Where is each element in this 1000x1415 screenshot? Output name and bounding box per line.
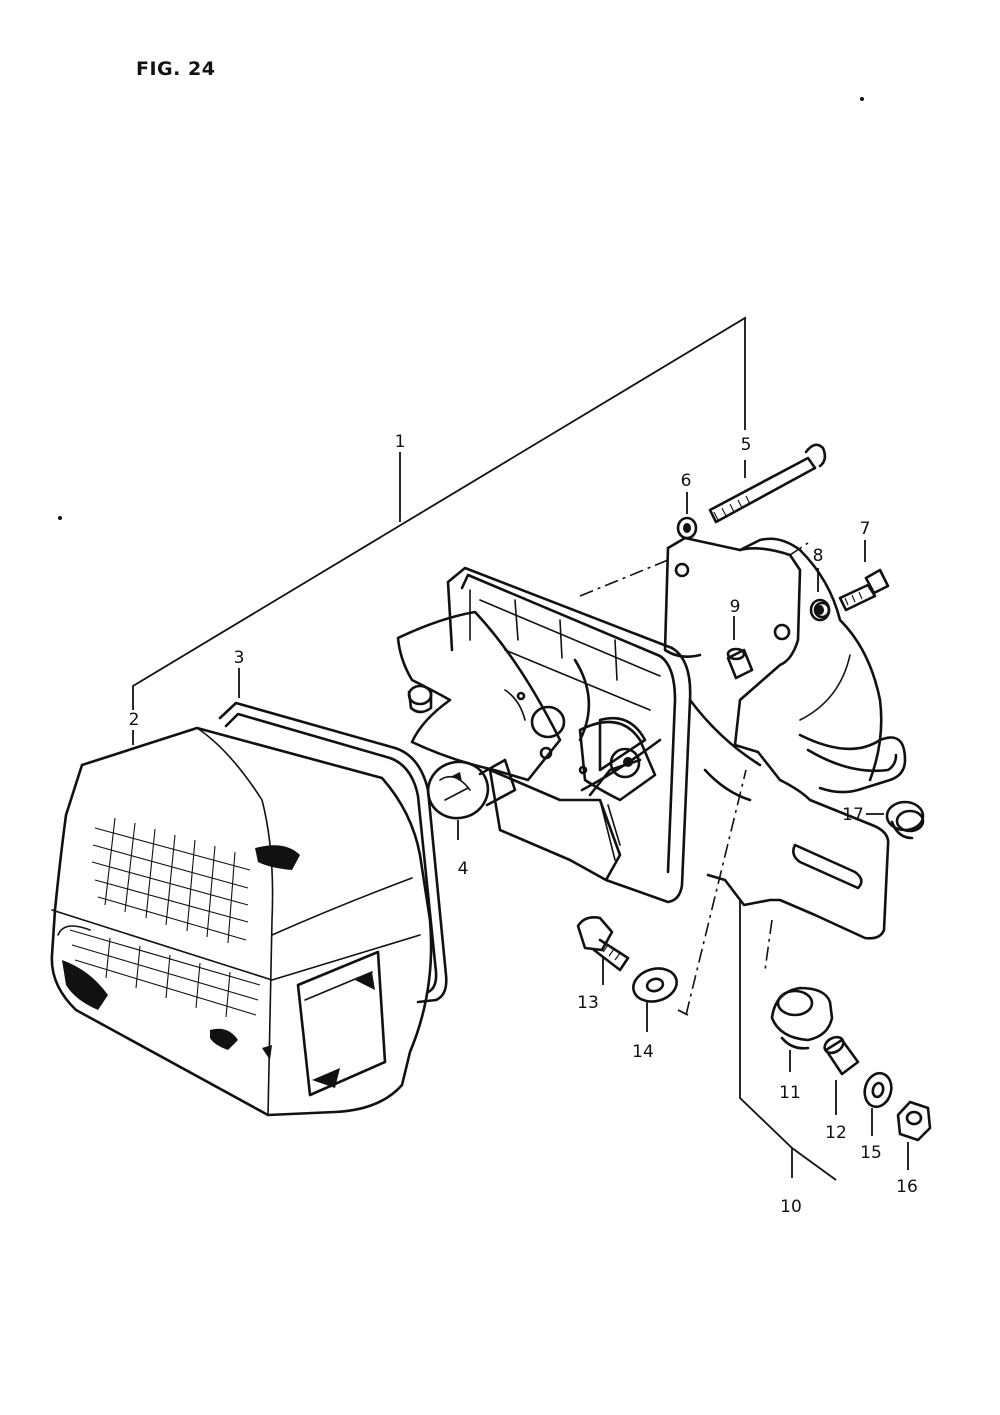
- grommet-17: [866, 800, 925, 840]
- spacer-9: [726, 616, 754, 680]
- callout-17: 17: [842, 805, 864, 825]
- bolt-13: [576, 916, 630, 985]
- callout-1: 1: [395, 432, 406, 452]
- callout-10: 10: [780, 1197, 802, 1217]
- nut-16: [896, 1100, 932, 1170]
- alignment-lines: [579, 542, 809, 1016]
- figure-title: FIG. 24: [136, 58, 216, 80]
- collar-12: [823, 1035, 860, 1115]
- lens-gasket: [218, 701, 448, 1004]
- callout-14: 14: [632, 1042, 654, 1062]
- bulb: [426, 758, 517, 840]
- cushion-11: [770, 986, 834, 1072]
- mounting-bracket: [663, 536, 907, 940]
- callout-16: 16: [896, 1177, 918, 1197]
- washer-8: [809, 568, 831, 622]
- short-bolt: [838, 540, 890, 612]
- callout-9: 9: [730, 597, 741, 617]
- callout-numbers: 1 2 3 4 5 6 7 8 9 10 11 12 13 14 15 16 1…: [129, 432, 918, 1217]
- callout-15: 15: [860, 1143, 882, 1163]
- speck-mark: [860, 97, 864, 101]
- callout-4: 4: [458, 859, 469, 879]
- long-bolt: [708, 443, 827, 524]
- callout-7: 7: [860, 519, 871, 539]
- lamp-housing-base: [446, 566, 692, 904]
- callout-8: 8: [813, 546, 824, 566]
- bulb-socket-plate: [396, 610, 588, 782]
- washer-14: [632, 967, 678, 1032]
- callout-5: 5: [741, 435, 752, 455]
- callout-3: 3: [234, 648, 245, 668]
- callout-6: 6: [681, 471, 692, 491]
- assembly-leader-lines: [132, 316, 746, 745]
- callout-13: 13: [577, 993, 599, 1013]
- callout-2: 2: [129, 710, 140, 730]
- washer-15: [863, 1071, 893, 1136]
- washer-6: [676, 492, 698, 540]
- callout-12: 12: [825, 1123, 847, 1143]
- part-10-leader-lines: [739, 900, 837, 1181]
- callout-11: 11: [779, 1083, 801, 1103]
- taillight-lens: [50, 726, 433, 1117]
- speck-mark: [58, 516, 62, 520]
